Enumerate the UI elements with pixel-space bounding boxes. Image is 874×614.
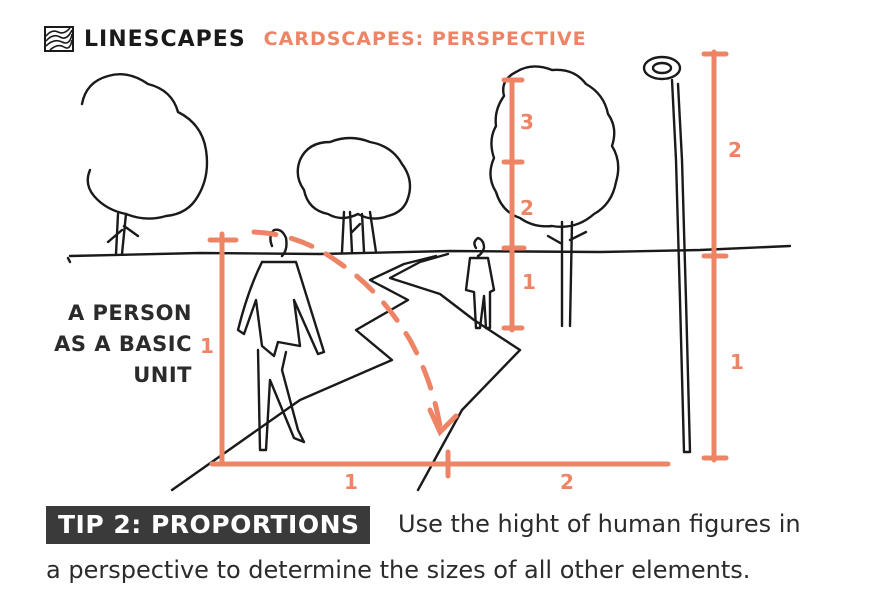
perspective-sketch [66,49,792,492]
lamp-lower-number: 1 [730,350,744,374]
sight-arrow [427,407,459,437]
center-tree-trunk [340,210,378,254]
tip-text-line2: a perspective to determine the sizes of … [46,556,751,584]
left-tree-canopy [80,73,209,220]
ground-left-number: 1 [344,470,358,494]
path-left-edge [170,254,438,492]
series-title: CARDSCAPES: PERSPECTIVE [263,28,587,50]
horizon-line [68,244,792,258]
basic-unit-label-line3: UNIT [133,363,192,387]
tree-segment-3-number: 3 [520,110,534,134]
right-tree-canopy [489,65,620,228]
person-height-number: 1 [200,334,214,358]
header: LINESCAPES CARDSCAPES: PERSPECTIVE [44,24,587,54]
ground-right-number: 2 [560,470,574,494]
left-tree-trunk [106,212,140,256]
tree-height-marker [501,77,527,333]
lamp-height-marker [701,49,729,463]
lamp-head [642,55,682,81]
right-tree-trunk [546,220,588,328]
path-right-edge [388,252,522,492]
lamp-pole [670,78,692,454]
person-height-marker [207,231,239,467]
center-tree-canopy [296,136,412,220]
far-person [464,236,496,330]
tree-segment-2-number: 2 [520,196,534,220]
sight-curve [251,229,443,429]
basic-unit-label: A PERSON AS A BASIC UNIT [20,298,192,391]
near-person [236,228,326,452]
tip-text-line1: Use the hight of human figures in [398,510,801,538]
basic-unit-label-line1: A PERSON [67,301,192,325]
far-person-number: 1 [522,270,536,294]
basic-unit-label-line2: AS A BASIC [54,332,192,356]
lamp-upper-number: 2 [728,138,742,162]
tip-title: TIP 2: PROPORTIONS [46,506,370,544]
brand-name: LINESCAPES [84,26,246,52]
topographic-logo-icon [44,26,74,52]
